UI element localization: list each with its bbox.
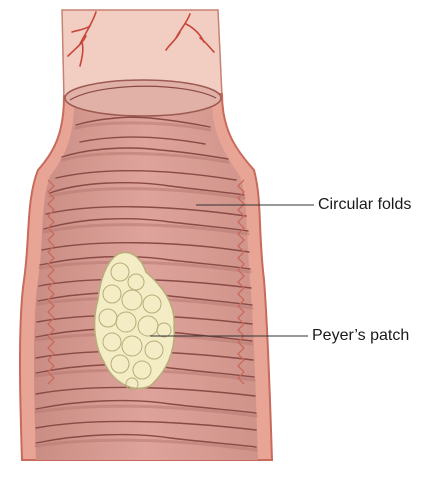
circular-folds-label: Circular folds xyxy=(318,196,411,214)
lumen-opening xyxy=(65,80,221,116)
peyers-patch-label: Peyer’s patch xyxy=(312,327,409,345)
